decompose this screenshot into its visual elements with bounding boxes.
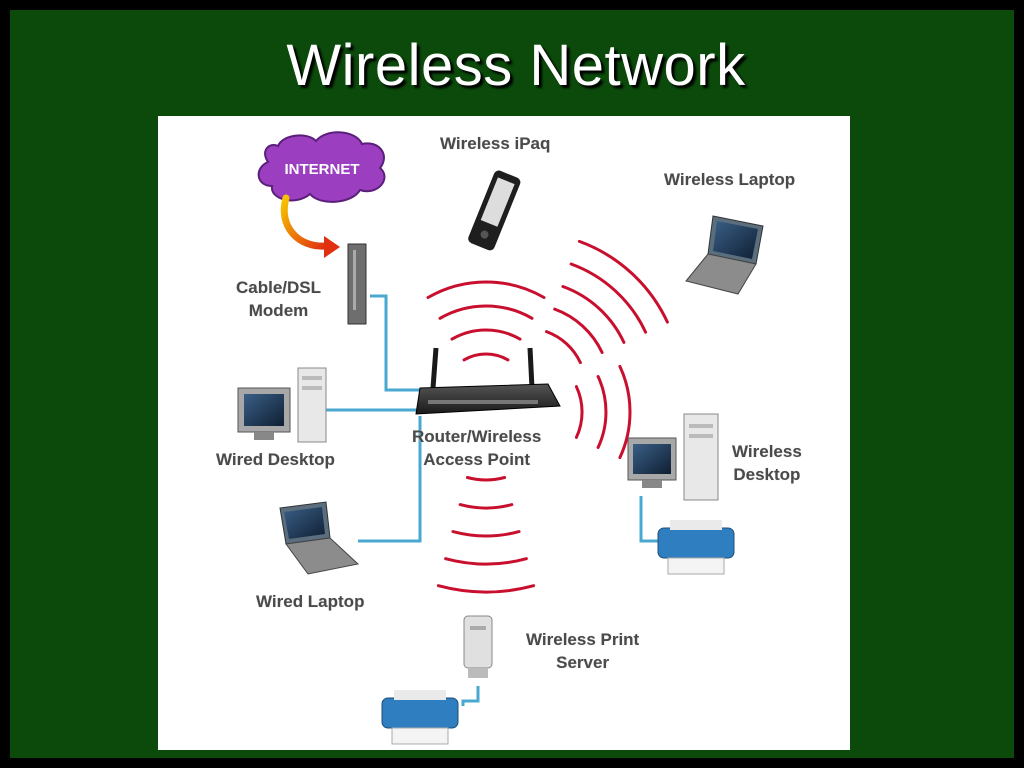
label-router-access-point: Router/Wireless Access Point [412, 425, 541, 471]
label-wired-desktop: Wired Desktop [216, 448, 335, 471]
label-router-line2: Access Point [423, 450, 531, 469]
signal-arc-up-1 [450, 328, 522, 341]
wireless-signal-waves [426, 239, 669, 594]
print-server-icon [463, 615, 493, 678]
wireless-desktop-printer-icon [657, 520, 735, 575]
label-wireless-desktop-line2: Desktop [733, 465, 801, 484]
slide-title: Wireless Network [286, 33, 746, 98]
internet-cloud-text: INTERNET [285, 161, 360, 178]
modem-icon [347, 243, 367, 325]
label-cable-dsl-modem: Cable/DSL Modem [236, 276, 321, 322]
label-router-line1: Router/Wireless [412, 427, 542, 446]
signal-arc-laptop-1 [553, 307, 604, 354]
wireless-laptop-icon [685, 215, 764, 295]
label-cable-dsl-line1: Cable/DSL [236, 278, 322, 297]
signal-arc-laptop-3 [569, 262, 648, 334]
signal-arc-down-0 [465, 476, 507, 482]
label-wireless-laptop: Wireless Laptop [664, 168, 795, 191]
label-wireless-laptop-text: Wireless Laptop [664, 170, 796, 189]
signal-arc-down-1 [458, 503, 514, 510]
signal-arc-desktop-1 [596, 375, 608, 449]
signal-arc-down-4 [436, 584, 536, 594]
router-icon [415, 347, 561, 415]
signal-arc-up-3 [426, 280, 546, 299]
network-diagram-graphic: INTERNET [237, 131, 764, 745]
wired-laptop-icon [279, 501, 360, 575]
label-wired-laptop-text: Wired Laptop [256, 592, 365, 611]
modem-cable [370, 294, 420, 392]
signal-arc-laptop-4 [577, 239, 669, 324]
signal-arc-desktop-0 [574, 385, 584, 439]
signal-arc-laptop-2 [561, 285, 626, 344]
signal-arc-laptop-0 [545, 330, 582, 365]
network-cables [326, 294, 658, 706]
label-wired-laptop: Wired Laptop [256, 590, 364, 613]
label-wireless-ipaq-text: Wireless iPaq [440, 134, 551, 153]
signal-arc-up-2 [438, 304, 534, 320]
label-wired-desktop-text: Wired Desktop [216, 450, 335, 469]
label-print-server-line1: Wireless Print [526, 630, 640, 649]
network-diagram: INTERNET [158, 116, 850, 750]
internet-arrow-icon [280, 194, 340, 258]
laptop-cable [358, 416, 422, 543]
label-print-server-line2: Server [556, 653, 610, 672]
label-wireless-ipaq: Wireless iPaq [440, 132, 550, 155]
wireless-desktop-cable [639, 496, 658, 543]
slide: Wireless Network [6, 6, 1018, 762]
signal-arc-up-0 [462, 352, 510, 362]
signal-arc-down-3 [444, 557, 528, 566]
signal-arc-down-2 [451, 530, 521, 538]
ipaq-icon [468, 170, 521, 251]
label-wireless-desktop: Wireless Desktop [732, 440, 802, 486]
label-cable-dsl-line2: Modem [248, 301, 309, 320]
label-wireless-print-server: Wireless Print Server [526, 628, 639, 674]
signal-arc-desktop-2 [618, 364, 632, 460]
wireless-desktop-icon [627, 413, 719, 501]
internet-cloud-icon: INTERNET [257, 131, 386, 203]
print-server-cable [461, 686, 480, 706]
print-server-printer-icon [381, 690, 459, 745]
label-wireless-desktop-line1: Wireless [732, 442, 802, 461]
wired-desktop-icon [237, 367, 327, 443]
